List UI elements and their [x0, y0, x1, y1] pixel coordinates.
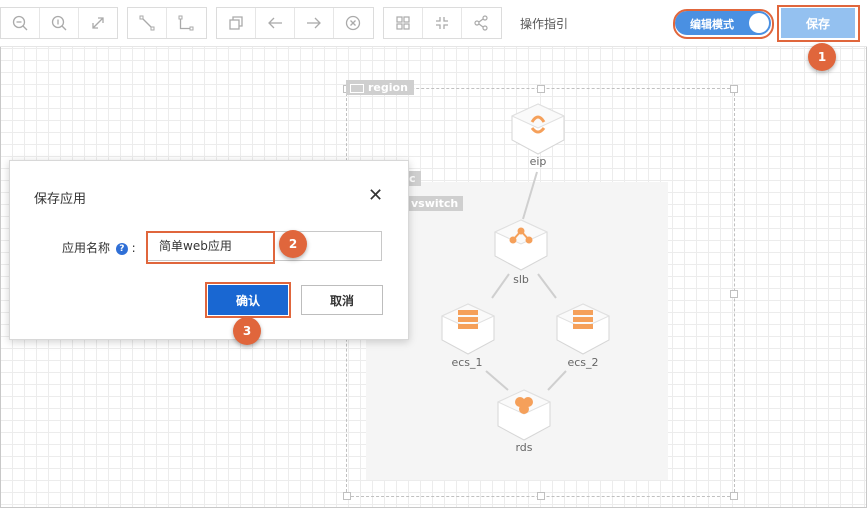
- save-highlight: [777, 5, 860, 42]
- step-marker-2: 2: [279, 230, 307, 258]
- elbow-line-button[interactable]: [167, 8, 205, 38]
- input-highlight: [146, 231, 275, 264]
- toolbar: 操作指引 编辑模式 保存: [0, 0, 867, 47]
- database-icon: [496, 389, 552, 441]
- elbow-connector-icon: [178, 15, 194, 31]
- zoom-actual-button[interactable]: [40, 8, 79, 38]
- edit-mode-toggle[interactable]: 编辑模式: [675, 11, 771, 35]
- vswitch-tag: vswitch: [406, 196, 464, 211]
- confirm-button[interactable]: 确认: [208, 285, 288, 315]
- ecs-1-node[interactable]: [440, 302, 496, 356]
- ecs-1-label: ecs_1: [451, 356, 483, 369]
- eip-node[interactable]: [510, 102, 566, 156]
- edit-tool-group: [216, 7, 374, 39]
- grid-layout-button[interactable]: [384, 8, 423, 38]
- save-button[interactable]: 保存: [781, 8, 855, 38]
- region-tag: region: [346, 80, 414, 95]
- app-name-label: 应用名称 ? :: [62, 239, 136, 256]
- field-colon: :: [131, 241, 136, 255]
- close-circle-icon: [345, 15, 361, 31]
- zoom-reset-icon: [51, 15, 67, 31]
- arrow-right-icon: [307, 17, 321, 29]
- share-button[interactable]: [462, 8, 500, 38]
- zoom-out-button[interactable]: [1, 8, 40, 38]
- straight-connector-icon: [139, 15, 155, 31]
- redo-button[interactable]: [295, 8, 334, 38]
- undo-button[interactable]: [256, 8, 295, 38]
- step-marker-3: 3: [233, 317, 261, 345]
- region-tag-label: region: [368, 81, 408, 94]
- guide-link[interactable]: 操作指引: [520, 17, 569, 31]
- step-marker-1: 1: [808, 43, 836, 71]
- collapse-button[interactable]: [423, 8, 462, 38]
- fit-canvas-button[interactable]: [79, 8, 117, 38]
- copy-icon: [229, 16, 243, 30]
- help-icon[interactable]: ?: [115, 243, 128, 255]
- slb-icon: [493, 219, 549, 271]
- straight-line-button[interactable]: [128, 8, 167, 38]
- confirm-highlight: [205, 282, 291, 318]
- zoom-tool-group: [0, 7, 118, 39]
- resize-handle[interactable]: [730, 290, 738, 298]
- expand-icon: [92, 17, 104, 29]
- resize-handle[interactable]: [730, 492, 738, 500]
- copy-button[interactable]: [217, 8, 256, 38]
- edit-mode-highlight: [673, 9, 774, 39]
- resize-handle[interactable]: [343, 492, 351, 500]
- save-app-dialog: 保存应用 ✕ 应用名称 ? : 简单web应用 确认 取消: [9, 160, 409, 340]
- dialog-title: 保存应用: [34, 192, 87, 207]
- collapse-icon: [436, 17, 448, 29]
- ecs-2-label: ecs_2: [567, 356, 599, 369]
- rds-node[interactable]: [496, 388, 552, 442]
- arrow-left-icon: [268, 17, 282, 29]
- resize-handle[interactable]: [537, 85, 545, 93]
- grid-icon: [396, 16, 410, 30]
- region-icon: [350, 84, 364, 93]
- resize-handle[interactable]: [730, 85, 738, 93]
- close-icon[interactable]: ✕: [368, 185, 384, 206]
- edit-mode-label: 编辑模式: [690, 18, 734, 31]
- cancel-button[interactable]: 取消: [301, 285, 383, 315]
- eip-label: eip: [529, 155, 547, 168]
- slb-node[interactable]: [493, 218, 549, 272]
- slb-label: slb: [513, 273, 529, 286]
- zoom-out-icon: [12, 15, 28, 31]
- layout-tool-group: [383, 7, 502, 39]
- connector-tool-group: [127, 7, 207, 39]
- server-icon: [555, 303, 611, 355]
- app-name-label-text: 应用名称: [62, 241, 111, 255]
- ecs-2-node[interactable]: [555, 302, 611, 356]
- delete-button[interactable]: [334, 8, 372, 38]
- eip-icon: [510, 103, 566, 155]
- server-icon: [440, 303, 496, 355]
- resize-handle[interactable]: [537, 492, 545, 500]
- share-icon: [474, 15, 488, 31]
- rds-label: rds: [515, 441, 533, 454]
